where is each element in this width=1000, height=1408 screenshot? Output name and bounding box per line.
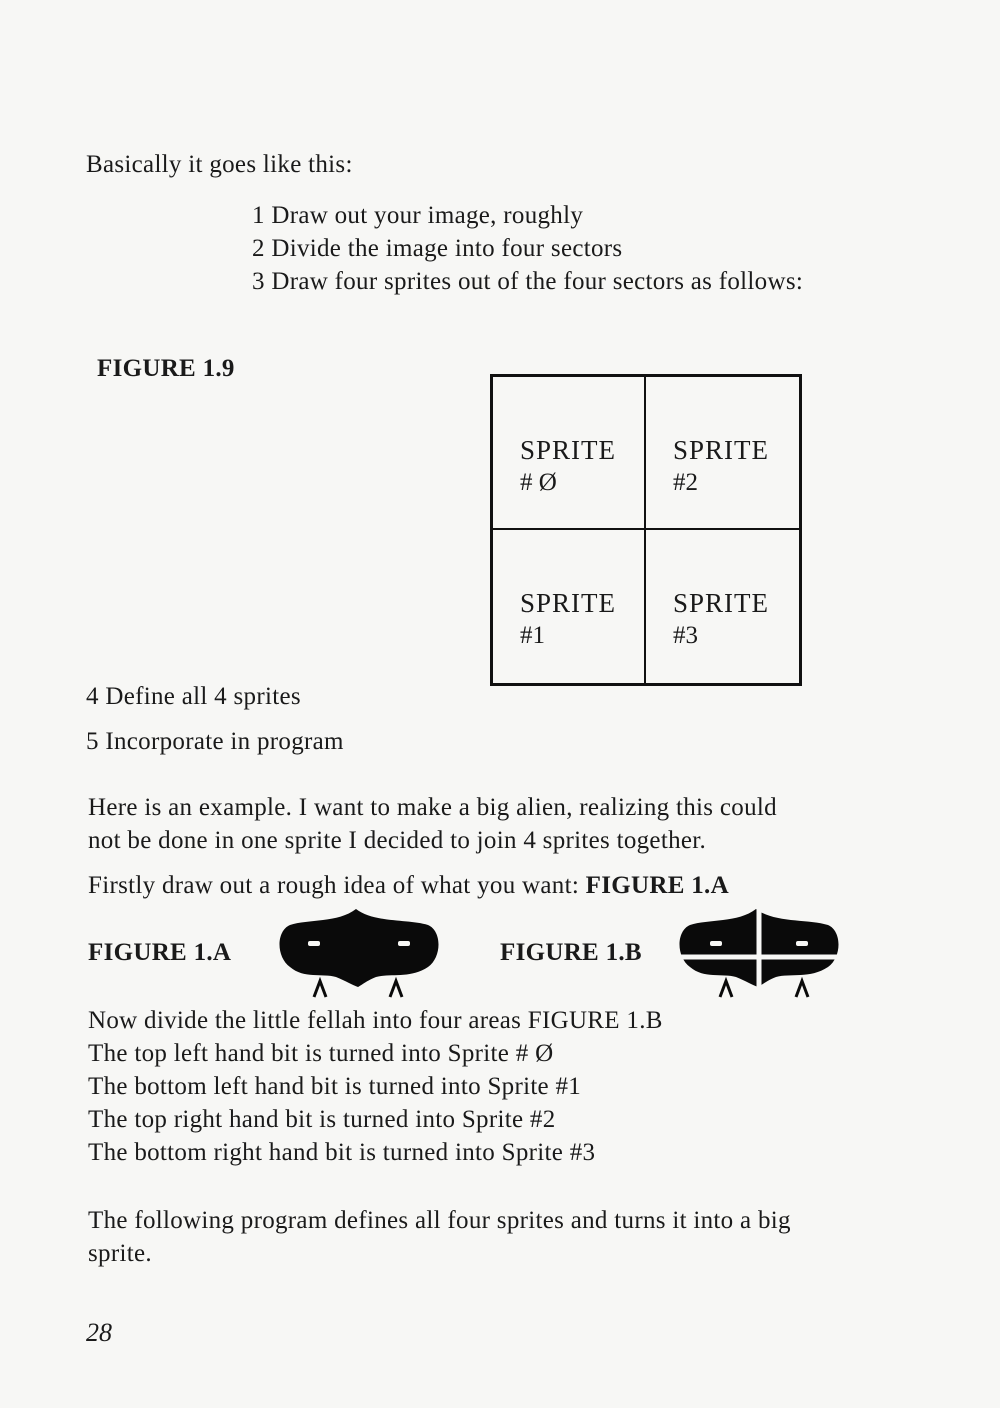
firstly-text: Firstly draw out a rough idea of what yo…	[88, 872, 586, 899]
alien-figure-b	[678, 905, 848, 1000]
sprite-cell-label: SPRITE	[673, 435, 770, 465]
figure-1-9-label: FIGURE 1.9	[97, 355, 235, 382]
alien-leg-right	[794, 976, 810, 998]
sprite-grid: SPRITE # Ø SPRITE #2 SPRITE #1 SPRITE #3	[490, 374, 802, 686]
alien-eye-left	[710, 941, 722, 946]
step-1: 1 Draw out your image, roughly	[252, 202, 584, 229]
alien-body-shape	[279, 909, 439, 987]
sprite-cell-number: #3	[673, 622, 698, 649]
example-line-2: not be done in one sprite I decided to j…	[88, 827, 707, 854]
divide-line-2: The top left hand bit is turned into Spr…	[88, 1040, 554, 1067]
sprite-cell-number: #2	[673, 469, 698, 496]
step-2: 2 Divide the image into four sectors	[252, 235, 623, 262]
firstly-figure-ref: FIGURE 1.A	[585, 872, 729, 899]
sprite-cell-label: SPRITE	[673, 588, 770, 618]
sprite-cell-label: SPRITE	[520, 435, 617, 465]
figure-1-a-label: FIGURE 1.A	[88, 939, 232, 966]
step-5: 5 Incorporate in program	[86, 728, 344, 755]
intro-text: Basically it goes like this:	[86, 151, 353, 178]
divide-line-5: The bottom right hand bit is turned into…	[88, 1139, 596, 1166]
sprite-cell-2: SPRITE #2	[646, 377, 799, 530]
alien-figure-a	[279, 909, 439, 998]
sprite-cell-3: SPRITE #3	[646, 530, 799, 683]
page-number: 28	[86, 1318, 112, 1347]
divide-line-3: The bottom left hand bit is turned into …	[88, 1073, 582, 1100]
step-4: 4 Define all 4 sprites	[86, 683, 301, 710]
alien-eye-left	[308, 941, 320, 946]
alien-leg-left	[718, 976, 734, 998]
figure-1-b-label: FIGURE 1.B	[500, 939, 642, 966]
step-3: 3 Draw four sprites out of the four sect…	[252, 268, 804, 295]
sprite-cell-1: SPRITE #1	[493, 530, 646, 683]
alien-eye-right	[796, 941, 808, 946]
divide-line-4: The top right hand bit is turned into Sp…	[88, 1106, 556, 1133]
alien-leg-right	[388, 976, 404, 998]
firstly-line: Firstly draw out a rough idea of what yo…	[88, 869, 729, 902]
example-line-1: Here is an example. I want to make a big…	[88, 794, 777, 821]
alien-eye-right	[398, 941, 410, 946]
sprite-cell-0: SPRITE # Ø	[493, 377, 646, 530]
sprite-cell-number: #1	[520, 622, 545, 649]
following-line-2: sprite.	[88, 1240, 152, 1267]
sprite-cell-label: SPRITE	[520, 588, 617, 618]
sprite-cell-number: # Ø	[520, 469, 557, 496]
divide-line-1: Now divide the little fellah into four a…	[88, 1007, 663, 1034]
alien-leg-left	[312, 976, 328, 998]
following-line-1: The following program defines all four s…	[88, 1207, 791, 1234]
